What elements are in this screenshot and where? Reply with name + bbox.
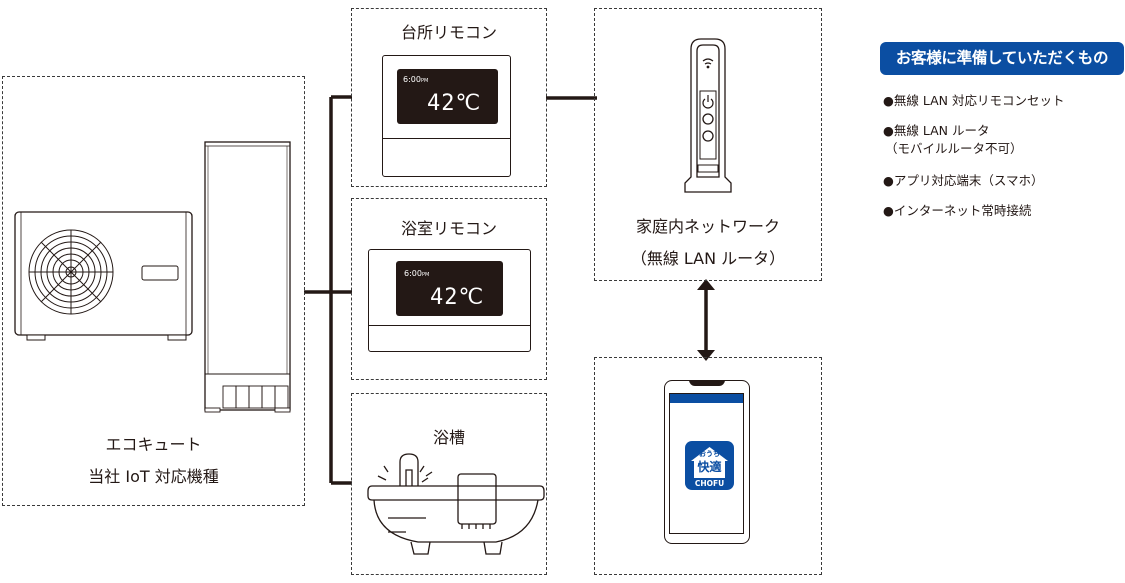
ouchi-kaiteki-app-icon[interactable]: おうち 快適 CHOFU: [685, 441, 734, 490]
router-box: 家庭内ネットワーク （無線 LAN ルータ）: [594, 8, 822, 281]
bath-remote-screen: 6:00PM 42℃: [396, 261, 503, 316]
kitchen-remote-temp: 42℃: [427, 91, 482, 116]
smartphone-icon: おうち 快適 CHOFU: [664, 380, 750, 544]
bath-remote-device: 6:00PM 42℃: [368, 249, 531, 352]
house-icon: [691, 447, 728, 478]
fan-icon: [28, 229, 114, 315]
bath-remote-temp: 42℃: [430, 285, 485, 310]
app-icon-text-kaiteki: 快適: [697, 460, 722, 474]
ecocute-model-label: 当社 IoT 対応機種: [88, 467, 219, 486]
wireless-router-icon: [684, 38, 732, 193]
bath-remote-time: 6:00PM: [404, 269, 430, 278]
requirement-item: ●アプリ対応端末（スマホ）: [883, 173, 1044, 188]
kitchen-remote-device: 6:00PM 42℃: [382, 55, 511, 177]
wifi-icon: [702, 58, 714, 69]
bathtub-box: 浴槽: [351, 393, 547, 575]
requirements-title: お客様に準備していただくもの: [880, 42, 1124, 75]
requirement-item-note: （モバイルルータ不可）: [885, 141, 1023, 156]
phone-screen: おうち 快適 CHOFU: [669, 393, 744, 534]
requirement-item: ●インターネット常時接続: [883, 203, 1032, 218]
hot-water-tank-illustration: [204, 141, 291, 413]
bath-remote-box: 浴室リモコン 6:00PM 42℃: [351, 198, 547, 380]
ecocute-box: エコキュート 当社 IoT 対応機種: [2, 76, 305, 506]
app-icon-text-ouchi: おうち: [699, 450, 720, 458]
bath-remote-title: 浴室リモコン: [400, 219, 497, 238]
remote-divider: [369, 325, 530, 326]
smartphone-box: おうち 快適 CHOFU: [594, 357, 822, 575]
kitchen-remote-screen: 6:00PM 42℃: [397, 69, 498, 124]
requirement-item: ●無線 LAN ルータ: [883, 123, 990, 138]
phone-header-bar: [670, 394, 743, 403]
unit-panel-icon: [141, 265, 179, 281]
router-sublabel: （無線 LAN ルータ）: [630, 249, 786, 268]
bathtub-icon: [367, 453, 545, 555]
power-icon: [702, 95, 714, 109]
kitchen-remote-time: 6:00PM: [403, 75, 429, 84]
kitchen-remote-box: 台所リモコン 6:00PM 42℃: [351, 8, 547, 187]
phone-notch: [689, 380, 725, 386]
bathtub-title: 浴槽: [432, 428, 465, 447]
requirement-item: ●無線 LAN 対応リモコンセット: [883, 93, 1065, 108]
arrow-down-icon: [697, 350, 715, 361]
arrow-up-icon: [697, 279, 715, 290]
remote-divider: [383, 138, 510, 139]
router-label: 家庭内ネットワーク: [635, 217, 780, 236]
kitchen-remote-title: 台所リモコン: [400, 23, 497, 42]
heat-pump-unit-illustration: [14, 211, 193, 341]
ecocute-label: エコキュート: [105, 435, 202, 454]
app-icon-text-chofu: CHOFU: [694, 479, 725, 488]
